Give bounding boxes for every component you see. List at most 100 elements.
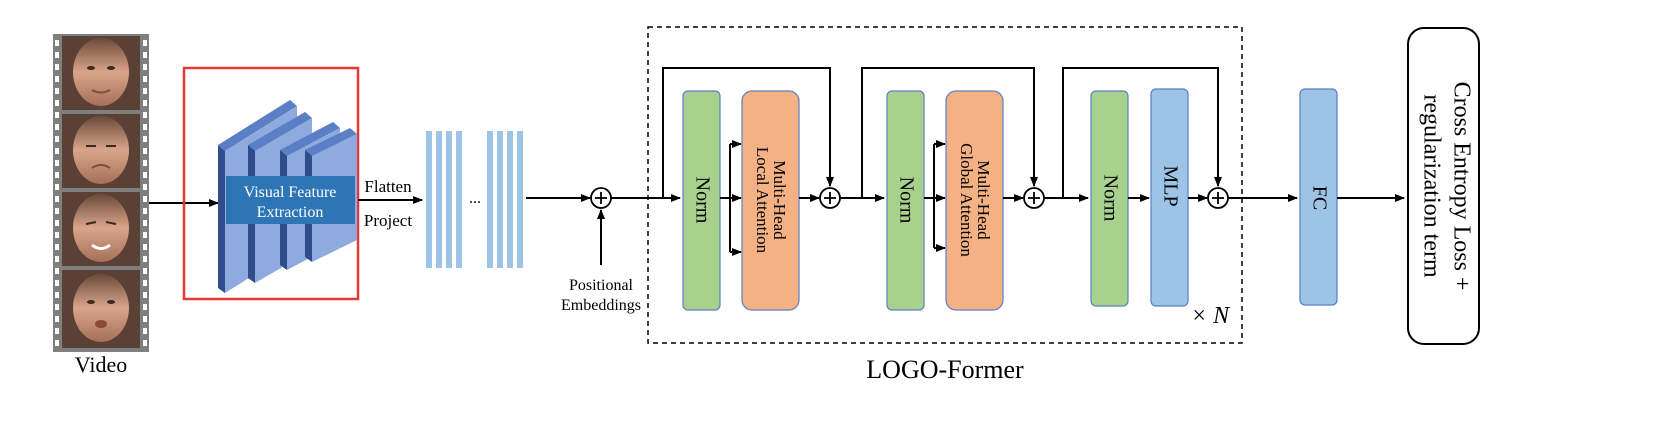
token-column: [436, 131, 442, 268]
sprocket-hole: [55, 148, 59, 154]
face-icon: [73, 116, 129, 184]
positional-label-line2: Embeddings: [561, 297, 641, 314]
token-sequence: [426, 131, 523, 268]
video-frame-1: [62, 36, 140, 110]
face-icon: [73, 194, 129, 262]
local-attention-line1: Multi-Head: [770, 160, 789, 240]
sprocket-hole: [55, 304, 59, 310]
token-column: [507, 131, 513, 268]
sprocket-hole: [55, 40, 59, 46]
sprocket-hole: [143, 100, 147, 106]
sprocket-hole: [55, 112, 59, 118]
norm-label-1: Norm: [691, 177, 713, 224]
sprocket-hole: [143, 196, 147, 202]
sprocket-hole: [143, 244, 147, 250]
feature-extractor-label-box: [226, 176, 355, 224]
residual-add-icon-3: [1207, 187, 1229, 209]
sprocket-hole: [143, 208, 147, 214]
token-ellipsis: ...: [469, 190, 481, 207]
sprocket-hole: [143, 160, 147, 166]
face-icon: [73, 274, 129, 342]
sprocket-hole: [55, 184, 59, 190]
sprocket-hole: [55, 280, 59, 286]
sprocket-hole: [143, 40, 147, 46]
token-column: [487, 131, 493, 268]
mlp-label: MLP: [1159, 165, 1181, 206]
residual-add-icon-2: [1023, 187, 1045, 209]
norm-block-2: [886, 90, 925, 311]
sprocket-hole: [143, 112, 147, 118]
sprocket-hole: [143, 184, 147, 190]
norm-label-2: Norm: [895, 177, 917, 224]
sprocket-hole: [55, 316, 59, 322]
positional-add-icon: [590, 187, 612, 209]
sprocket-hole: [143, 304, 147, 310]
sprocket-hole: [143, 268, 147, 274]
global-attention-line2: Global Attention: [957, 143, 976, 257]
sprocket-hole: [143, 148, 147, 154]
skip-connection-3: [1062, 67, 1222, 198]
filmstrip-sprockets: [55, 40, 147, 346]
token-column: [517, 131, 523, 268]
sprocket-hole: [55, 100, 59, 106]
local-attention-line2: Local Attention: [753, 147, 772, 254]
project-label: Project: [364, 211, 412, 230]
sprocket-hole: [55, 196, 59, 202]
video-label: Video: [75, 352, 127, 377]
token-column: [446, 131, 452, 268]
sprocket-hole: [143, 220, 147, 226]
sprocket-hole: [143, 52, 147, 58]
sprocket-hole: [143, 232, 147, 238]
skip-connection-2: [861, 67, 1038, 198]
sprocket-hole: [55, 292, 59, 298]
sprocket-hole: [55, 256, 59, 262]
sprocket-hole: [55, 136, 59, 142]
local-attention-block: [741, 90, 800, 311]
sprocket-hole: [143, 328, 147, 334]
global-attention-block: [945, 90, 1004, 311]
sprocket-hole: [55, 160, 59, 166]
sprocket-hole: [143, 64, 147, 70]
sprocket-hole: [143, 124, 147, 130]
logo-former-box: [647, 26, 1243, 344]
sprocket-hole: [55, 340, 59, 346]
sprocket-hole: [143, 340, 147, 346]
sprocket-hole: [55, 232, 59, 238]
sprocket-hole: [55, 220, 59, 226]
sprocket-hole: [55, 64, 59, 70]
residual-add-icon-1: [819, 187, 841, 209]
fc-label: FC: [1308, 186, 1330, 210]
token-column: [426, 131, 432, 268]
sprocket-hole: [143, 88, 147, 94]
video-frame-3: [62, 192, 140, 266]
sprocket-hole: [143, 316, 147, 322]
loss-box: [1407, 27, 1480, 345]
sprocket-hole: [55, 268, 59, 274]
video-filmstrip: [53, 34, 149, 352]
loss-label-line1: Cross Entropy Loss +: [1448, 82, 1474, 291]
sprocket-hole: [55, 172, 59, 178]
skip-connection-1: [662, 67, 834, 198]
sprocket-hole: [143, 76, 147, 82]
positional-label-line1: Positional: [569, 277, 634, 294]
logo-former-label: LOGO-Former: [866, 355, 1024, 384]
flatten-label: Flatten: [364, 177, 412, 196]
sprocket-hole: [55, 76, 59, 82]
global-attention-line1: Multi-Head: [974, 160, 993, 240]
feature-extractor-box: [182, 66, 360, 301]
sprocket-hole: [143, 280, 147, 286]
sprocket-hole: [55, 328, 59, 334]
loss-label-line2: regularization term: [1418, 94, 1444, 278]
sprocket-hole: [143, 136, 147, 142]
sprocket-hole: [55, 88, 59, 94]
feature-extractor-label-line1: Visual Feature: [244, 184, 337, 201]
sprocket-hole: [143, 292, 147, 298]
video-frame-4: [62, 270, 140, 348]
repeat-n-label: × N: [1191, 303, 1231, 329]
token-column: [456, 131, 462, 268]
token-column: [497, 131, 503, 268]
norm-block-1: [682, 90, 721, 311]
sprocket-hole: [143, 256, 147, 262]
sprocket-hole: [55, 52, 59, 58]
